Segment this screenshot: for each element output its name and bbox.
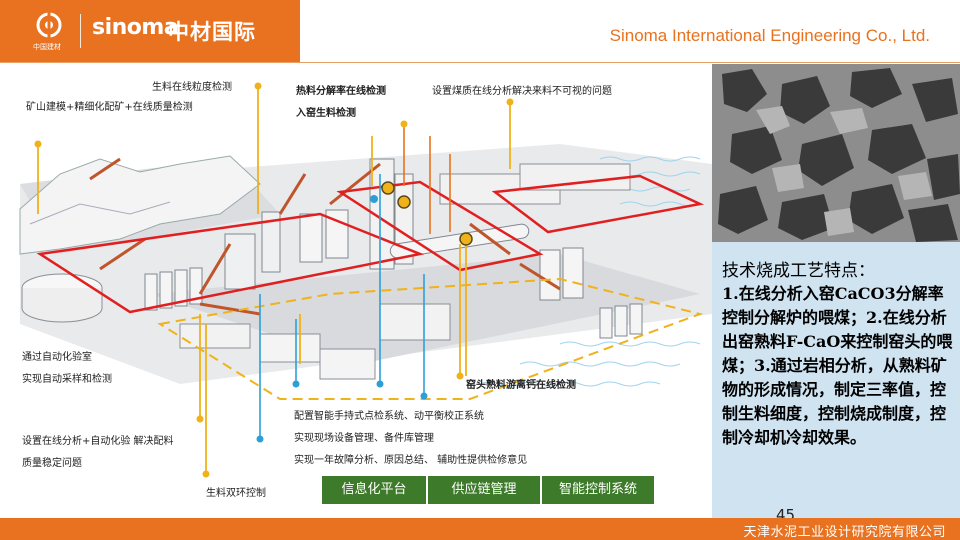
supply-chain-button[interactable]: 供应链管理 bbox=[428, 476, 542, 504]
info-platform-button[interactable]: 信息化平台 bbox=[322, 476, 428, 504]
plant-illustration bbox=[19, 82, 712, 478]
label-auto-lab-2: 实现自动采样和检测 bbox=[22, 374, 112, 385]
logo-divider bbox=[80, 14, 81, 48]
logo-banner: 中国建材 sinoma 中材国际 bbox=[0, 0, 300, 62]
label-free-cao: 窑头熟料游离钙在线检测 bbox=[466, 380, 576, 391]
micrograph-image bbox=[712, 64, 960, 242]
label-fault: 实现一年故障分析、原因总结、 辅助性提供检修意见 bbox=[294, 455, 528, 466]
logo-english: sinoma bbox=[92, 15, 179, 40]
label-decomp-rate: 热料分解率在线检测 bbox=[296, 86, 386, 97]
header-divider bbox=[0, 62, 960, 63]
label-online-2: 质量稳定问题 bbox=[22, 458, 82, 469]
label-mine-modeling: 矿山建模+精细化配矿+在线质量检测 bbox=[26, 102, 193, 113]
smart-control-button[interactable]: 智能控制系统 bbox=[542, 476, 656, 504]
label-raw-granularity: 生料在线粒度检测 bbox=[152, 82, 232, 93]
label-kiln-raw: 入窑生料检测 bbox=[296, 108, 356, 119]
label-auto-lab-1: 通过自动化验室 bbox=[22, 352, 92, 363]
label-coal-quality: 设置煤质在线分析解决来料不可视的问题 bbox=[432, 86, 612, 97]
logo-small-text: 中国建材 bbox=[33, 43, 61, 51]
plant-diagram: 生料在线粒度检测 矿山建模+精细化配矿+在线质量检测 热料分解率在线检测 入窑生… bbox=[0, 64, 712, 514]
panel-body: 1.在线分析入窑CaCO3分解率控制分解炉的喂煤；2.在线分析出窑熟料F-CaO… bbox=[722, 284, 953, 447]
process-features-panel: 技术烧成工艺特点： 1.在线分析入窑CaCO3分解率控制分解炉的喂煤；2.在线分… bbox=[712, 242, 960, 518]
panel-title: 技术烧成工艺特点： bbox=[722, 261, 875, 281]
clinker-micrograph bbox=[712, 64, 960, 242]
label-online-1: 设置在线分析+自动化验 解决配料 bbox=[22, 436, 174, 447]
footer-company: 天津水泥工业设计研究院有限公司 bbox=[743, 525, 946, 540]
label-field-mgmt: 实现现场设备管理、备件库管理 bbox=[294, 433, 434, 444]
system-buttons: 信息化平台 供应链管理 智能控制系统 bbox=[322, 476, 656, 504]
header: 中国建材 sinoma 中材国际 Sinoma International En… bbox=[0, 0, 960, 62]
label-double-loop: 生料双环控制 bbox=[206, 488, 266, 499]
sinoma-logo-icon bbox=[36, 12, 62, 38]
company-name: Sinoma International Engineering Co., Lt… bbox=[609, 26, 930, 45]
footer-bar: 天津水泥工业设计研究院有限公司 bbox=[0, 518, 960, 540]
logo-chinese: 中材国际 bbox=[168, 20, 256, 44]
label-handheld: 配置智能手持式点检系统、动平衡校正系统 bbox=[294, 411, 484, 422]
